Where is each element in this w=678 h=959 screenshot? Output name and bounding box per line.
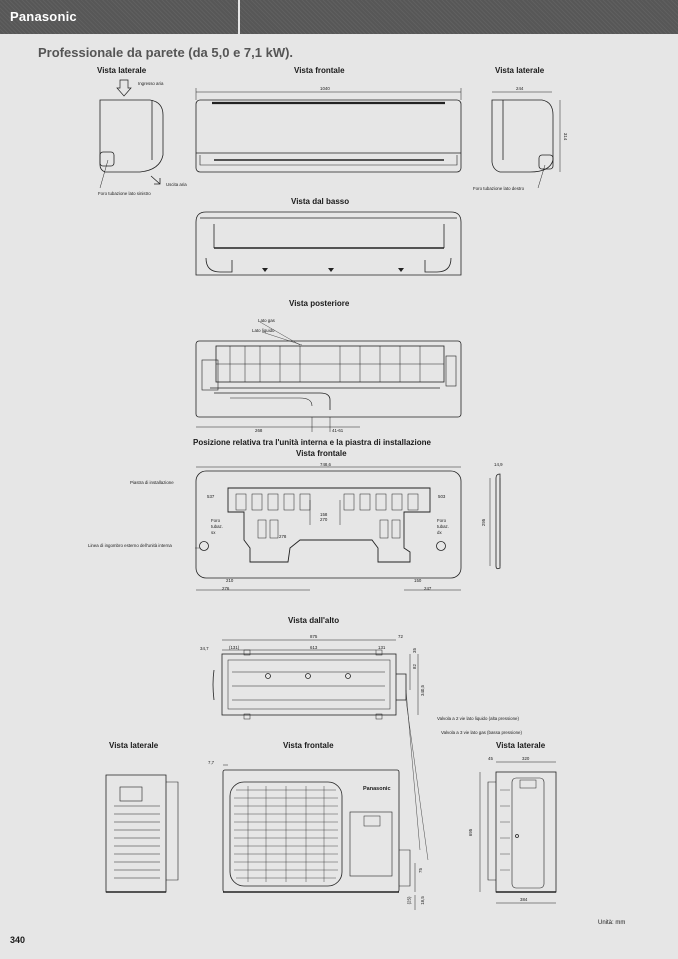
dim-748-6: 748,6 bbox=[320, 462, 331, 467]
pipe-hole-right-label: Foro tubazione lato destro bbox=[473, 186, 525, 191]
indoor-rear-drawing bbox=[195, 321, 462, 432]
dim-320: 320 bbox=[522, 756, 530, 761]
indoor-side-left-drawing bbox=[99, 79, 164, 189]
installation-plate-drawing bbox=[195, 466, 501, 591]
dim-14-9: 14,9 bbox=[494, 462, 503, 467]
dim-131-paren: (131) bbox=[229, 645, 240, 650]
dim-384: 384 bbox=[520, 897, 528, 902]
outdoor-side-left-drawing bbox=[105, 774, 179, 893]
dim-75: 75 bbox=[417, 868, 423, 873]
dim-158: 158 bbox=[320, 512, 328, 517]
indoor-side-right-drawing bbox=[491, 91, 561, 189]
outdoor-front-label: Vista frontale bbox=[283, 741, 334, 750]
valve-liquid-label: Valvola a 2 vie lato liquido (alta press… bbox=[437, 716, 519, 721]
outdoor-top-drawing bbox=[212, 639, 429, 861]
dim-height: 314 bbox=[563, 132, 569, 141]
dim-45: 45 bbox=[488, 756, 493, 761]
page-number: 340 bbox=[10, 935, 26, 945]
dim-268: 268 bbox=[255, 428, 263, 433]
dim-34-7: 34,7 bbox=[200, 646, 209, 651]
outdoor-unit-logo: Panasonic bbox=[363, 786, 391, 792]
dim-width: 1040 bbox=[320, 86, 330, 91]
dim-613: 613 bbox=[310, 645, 318, 650]
dim-depth: 244 bbox=[516, 86, 524, 91]
brand-logo: Panasonic bbox=[10, 9, 77, 24]
dim-276: 276 bbox=[222, 586, 230, 591]
indoor-side-left-label: Vista laterale bbox=[97, 66, 147, 75]
dim-25: (25) bbox=[406, 896, 412, 905]
dim-150: 150 bbox=[414, 578, 422, 583]
indoor-front-label: Vista frontale bbox=[294, 66, 345, 75]
indoor-front-drawing bbox=[195, 88, 462, 173]
air-outlet-label: Uscita aria bbox=[166, 182, 187, 187]
outdoor-side-right-label: Vista laterale bbox=[496, 741, 546, 750]
hole-right-label: Foro tubaz. dx bbox=[437, 518, 449, 535]
dim-537: 537 bbox=[207, 494, 215, 499]
outdoor-top-label: Vista dall'alto bbox=[288, 616, 340, 625]
hole-left-label: Foro tubaz. sx bbox=[211, 518, 223, 535]
dim-72: 72 bbox=[398, 634, 403, 639]
dim-210: 210 bbox=[226, 578, 234, 583]
dim-41-61: 41-61 bbox=[332, 428, 344, 433]
outdoor-side-left-label: Vista laterale bbox=[109, 741, 159, 750]
plate-section-title: Posizione relativa tra l'unità interna e… bbox=[193, 438, 431, 447]
pipe-hole-left-label: Foro tubazione lato sinistro bbox=[98, 191, 151, 196]
plate-front-label: Vista frontale bbox=[296, 449, 347, 458]
dim-35: 35 bbox=[411, 648, 417, 653]
indoor-side-right-label: Vista laterale bbox=[495, 66, 545, 75]
page-header: Panasonic bbox=[0, 0, 678, 34]
header-divider bbox=[238, 0, 240, 34]
dim-18-5: 18,5 bbox=[419, 896, 425, 905]
indoor-bottom-drawing bbox=[195, 211, 462, 276]
indoor-rear-label: Vista posteriore bbox=[289, 299, 350, 308]
outdoor-side-right-drawing bbox=[479, 761, 557, 904]
dim-270: 270 bbox=[320, 517, 328, 522]
dim-247: 247 bbox=[424, 586, 432, 591]
unit-note: Unità: mm bbox=[598, 920, 626, 926]
dim-503: 503 bbox=[438, 494, 446, 499]
dim-278: 278 bbox=[279, 534, 287, 539]
air-inlet-label: Ingresso aria bbox=[138, 81, 164, 86]
dim-7-7: 7,7 bbox=[208, 760, 215, 765]
dim-82: 82 bbox=[411, 664, 417, 669]
dim-131: 131 bbox=[378, 645, 386, 650]
gas-side-label: Lato gas bbox=[258, 318, 275, 323]
dim-875: 875 bbox=[310, 634, 318, 639]
indoor-bottom-label: Vista dal basso bbox=[291, 197, 350, 206]
liquid-side-label: Lato liquido bbox=[252, 328, 275, 333]
page-title: Professionale da parete (da 5,0 e 7,1 kW… bbox=[38, 45, 294, 60]
valve-gas-label: Valvola a 3 vie lato gas (bassa pression… bbox=[441, 730, 522, 735]
outdoor-front-drawing bbox=[222, 764, 416, 910]
dim-695: 695 bbox=[468, 828, 474, 837]
outline-label: Linea di ingombro esterno dell'unità int… bbox=[88, 543, 172, 548]
dim-340-5: 340,5 bbox=[420, 685, 425, 696]
installation-plate-label: Piastra di installazione bbox=[130, 480, 174, 485]
dim-295: 295 bbox=[481, 518, 487, 527]
